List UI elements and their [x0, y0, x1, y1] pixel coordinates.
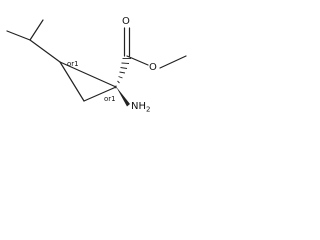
atom-label-amino: NH2: [131, 101, 150, 114]
bond-ring-left: [59, 61, 85, 102]
bond-isopropyl-methyl-left: [6, 30, 31, 41]
bond-carboxyl-to-ester-oxygen: [126, 55, 149, 66]
stereo-label-lower: or1: [104, 95, 116, 103]
wedge-bond-to-amino: [116, 86, 130, 107]
hashed-bond-to-carboxyl: [115, 58, 131, 89]
structure-canvas: O O NH2 or1 or1: [0, 0, 206, 124]
bond-ester-oxygen-to-methyl: [159, 55, 187, 69]
bond-ring-bottom: [83, 86, 117, 102]
bond-isopropyl-to-ring: [29, 39, 61, 63]
bond-ring-top: [59, 61, 117, 88]
atom-label-ester-oxygen: O: [149, 62, 157, 73]
molecule-drawing: O O NH2 or1 or1: [6, 16, 187, 114]
bond-isopropyl-methyl-top: [29, 19, 44, 41]
atom-label-carbonyl-oxygen: O: [122, 16, 130, 27]
stereo-label-upper: or1: [67, 60, 79, 68]
